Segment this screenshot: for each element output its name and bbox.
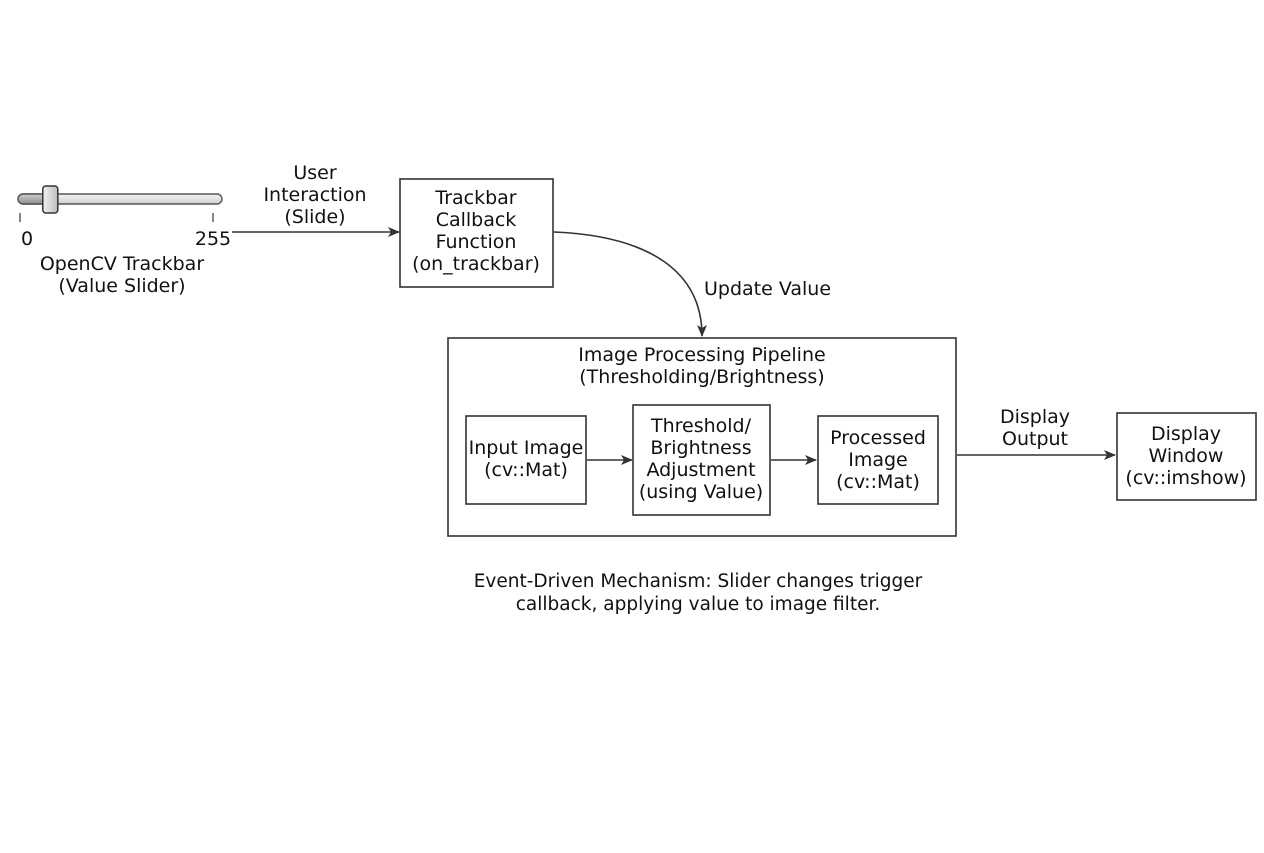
trackbar-max-label: 255	[195, 228, 231, 250]
caption-line-2: callback, applying value to image filter…	[516, 594, 881, 615]
processed-image-box	[817, 415, 939, 505]
user-interaction-label-line-2: Interaction	[263, 184, 366, 206]
update-value-arrow	[553, 231, 707, 337]
display-output-label-line-1: Display	[1000, 406, 1070, 428]
threshold-adjust-box	[632, 404, 771, 516]
trackbar-widget[interactable]	[17, 185, 223, 222]
trackbar-min-label: 0	[21, 228, 33, 250]
trackbar-name-line-2: (Value Slider)	[58, 275, 185, 297]
trackbar-name-line-1: OpenCV Trackbar	[40, 253, 204, 275]
user-interaction-label-line-3: (Slide)	[284, 206, 345, 228]
processed-image-line-1: Processed	[830, 427, 926, 449]
callback-function-box	[399, 178, 554, 288]
display-window-line-1: Display	[1151, 423, 1221, 445]
callback-box-line-4: (on_trackbar)	[412, 253, 540, 275]
callback-box-line-1: Trackbar	[434, 187, 516, 209]
threshold-adjust-line-2: Brightness	[650, 437, 751, 459]
processed-image-line-3: (cv::Mat)	[836, 471, 920, 493]
update-value-label: Update Value	[704, 278, 831, 300]
threshold-adjust-line-4: (using Value)	[639, 481, 763, 503]
caption-line-1: Event-Driven Mechanism: Slider changes t…	[474, 571, 923, 592]
display-output-label-line-2: Output	[1002, 428, 1068, 450]
threshold-adjust-line-1: Threshold/	[650, 415, 752, 437]
display-window-box	[1116, 412, 1257, 501]
display-window-line-2: Window	[1149, 445, 1224, 467]
input-image-box	[465, 415, 587, 505]
user-interaction-label-line-1: User	[293, 162, 336, 184]
pipeline-title-line-1: Image Processing Pipeline	[578, 344, 825, 366]
input-image-line-2: (cv::Mat)	[484, 459, 568, 481]
trackbar-thumb[interactable]	[42, 185, 59, 214]
callback-box-line-2: Callback	[436, 209, 517, 231]
threshold-adjust-line-3: Adjustment	[646, 459, 755, 481]
processed-image-line-2: Image	[848, 449, 908, 471]
callback-box-line-3: Function	[436, 231, 517, 253]
display-window-line-3: (cv::imshow)	[1125, 467, 1246, 489]
input-image-line-1: Input Image	[469, 437, 584, 459]
pipeline-title-line-2: (Thresholding/Brightness)	[579, 366, 824, 388]
